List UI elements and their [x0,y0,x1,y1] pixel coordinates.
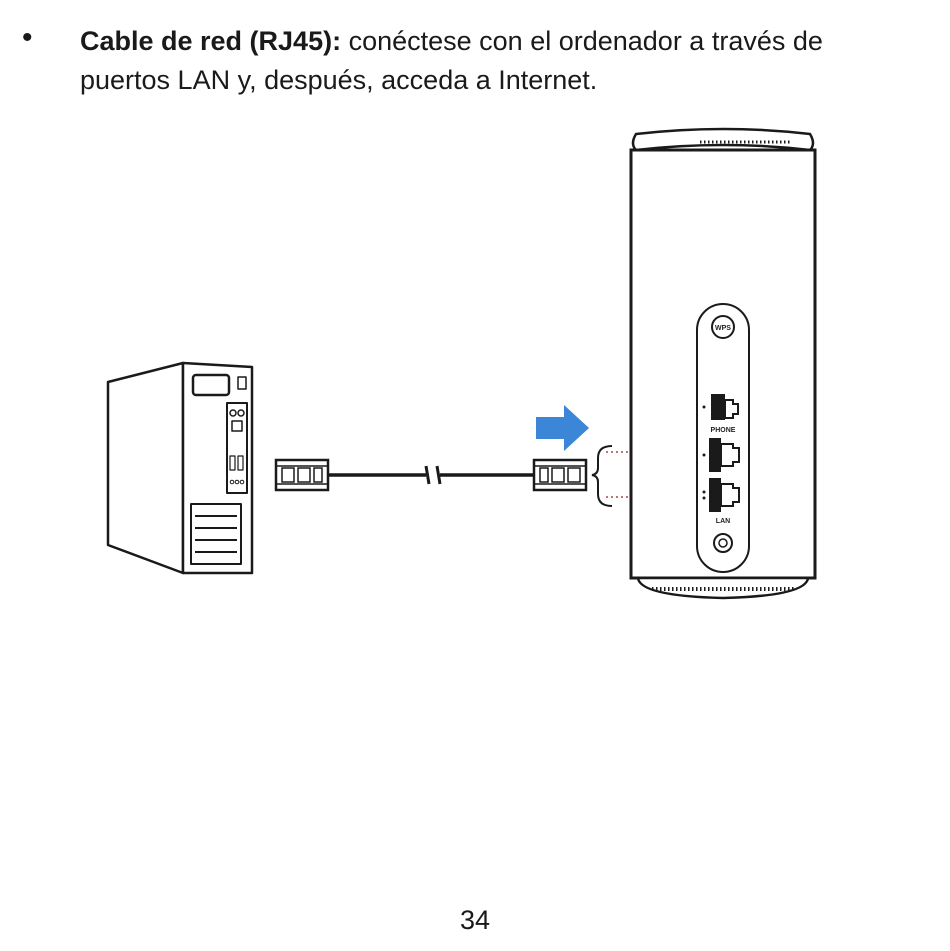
lan-label: LAN [716,518,730,525]
desktop-computer-icon [106,361,254,575]
arrow-right-icon [536,405,589,451]
bullet-term: Cable de red (RJ45): [80,26,342,56]
bullet-paragraph: Cable de red (RJ45): conéctese con el or… [80,22,900,100]
bullet-text: conéctese con el ordenador a través de p… [80,26,823,95]
router-icon: WPS PHONE LAN [629,127,817,600]
ethernet-cable-icon [274,458,588,492]
bullet-marker: • [22,21,33,54]
wps-label: WPS [715,325,731,332]
phone-label: PHONE [711,427,736,434]
connection-illustration: WPS PHONE LAN [106,127,817,600]
page-number: 34 [459,905,491,935]
